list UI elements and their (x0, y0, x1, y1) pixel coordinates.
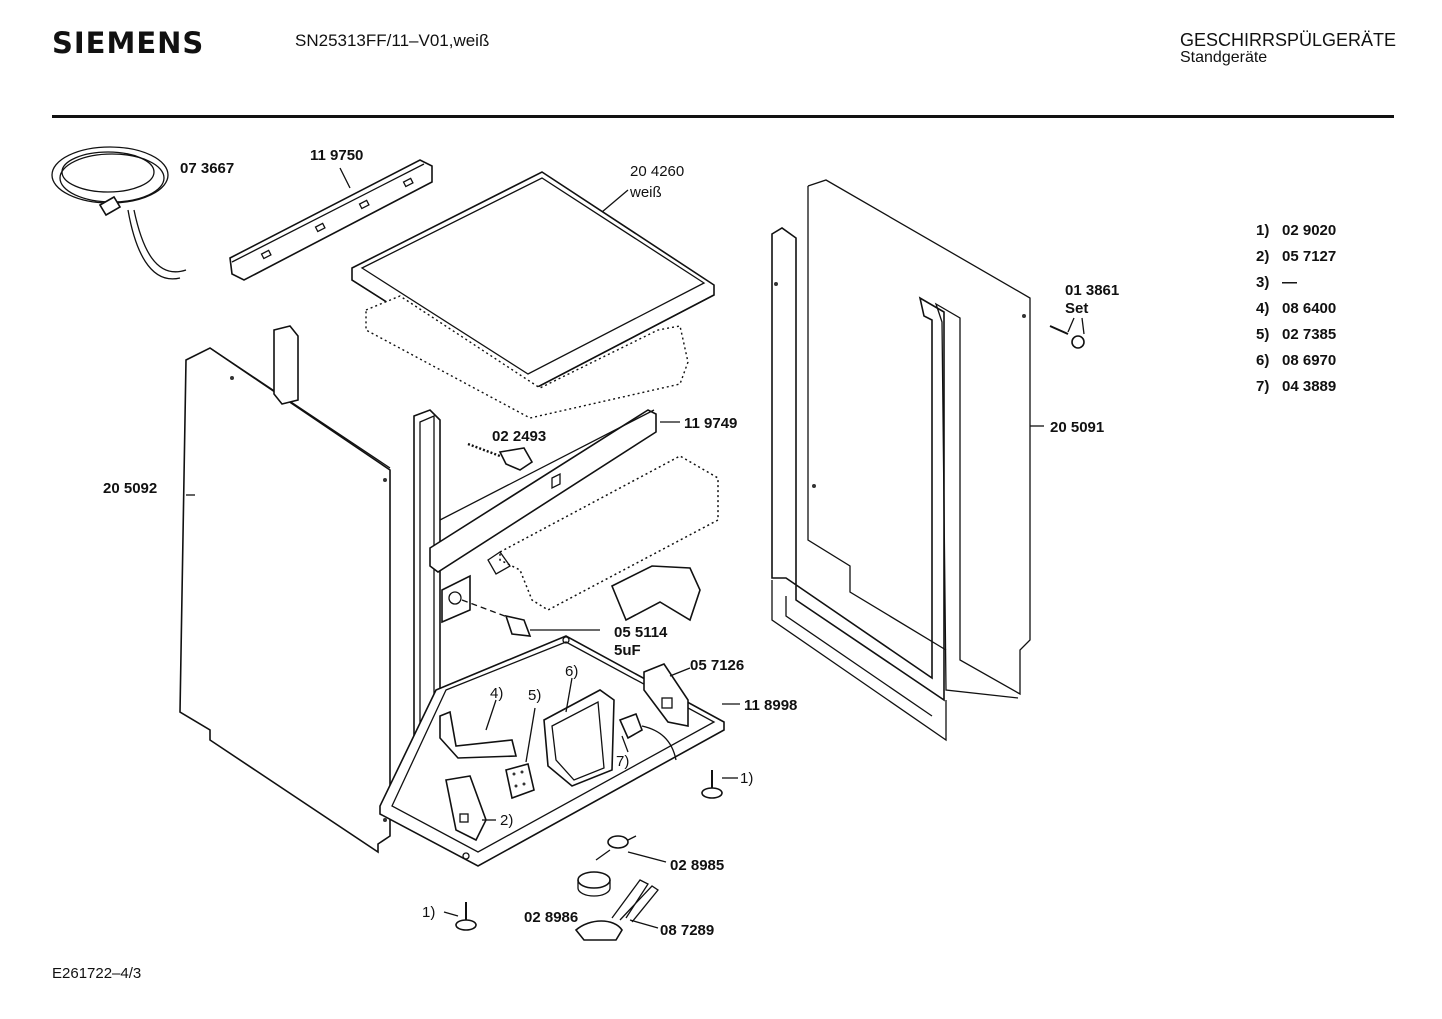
top-rail-part (229, 159, 433, 281)
legend-index: 7) (1256, 378, 1270, 395)
callout-worktop: 20 4260 (630, 163, 684, 180)
screw-set-part (1049, 317, 1085, 349)
legend-row: 6) 08 6970 (1256, 352, 1336, 378)
legend-part-number: 08 6970 (1282, 352, 1337, 369)
legend-index: 3) (1256, 274, 1270, 291)
callout-ref-4: 4) (490, 685, 503, 702)
callout-switch: 05 7126 (690, 657, 744, 674)
legend-index: 2) (1256, 248, 1270, 265)
legend-row: 2) 05 7127 (1256, 248, 1336, 274)
switch-part (643, 663, 691, 727)
legend-index: 4) (1256, 300, 1270, 317)
callout-holder: 08 7289 (660, 922, 714, 939)
legend-row: 3) — (1256, 274, 1336, 300)
callout-right-side: 20 5091 (1050, 419, 1104, 436)
legend-row: 1) 02 9020 (1256, 222, 1336, 248)
callout-cable: 07 3667 (180, 160, 234, 177)
legend-part-number: 05 7127 (1282, 248, 1337, 265)
worktop-part (351, 171, 715, 419)
callout-screw: 02 2493 (492, 428, 546, 445)
subcategory-title: Standgeräte (1180, 49, 1268, 66)
legend-index: 5) (1256, 326, 1270, 343)
callout-bracket: 11 9749 (684, 415, 737, 432)
float-part (577, 871, 611, 897)
callout-ref-1-right: 1) (740, 770, 753, 787)
legend-index: 6) (1256, 352, 1270, 369)
rear-bracket-part (429, 409, 680, 624)
legend-part-number: 08 6400 (1282, 300, 1337, 317)
callout-ref-1-left: 1) (422, 904, 435, 921)
legend-index: 1) (1256, 222, 1270, 239)
screw-part (467, 442, 534, 471)
legend-part-number: 02 7385 (1282, 326, 1337, 343)
callout-base: 11 8998 (744, 697, 797, 714)
power-cable-part (51, 146, 187, 280)
callout-float: 02 8986 (524, 909, 578, 926)
category-title: GESCHIRRSPÜLGERÄTE (1180, 30, 1397, 50)
callout-top-rail: 11 9750 (310, 147, 363, 164)
callout-screw-set-sub: Set (1065, 300, 1088, 317)
pump-housing-part (487, 455, 719, 622)
header-rule (52, 115, 1394, 118)
callout-ref-6: 6) (565, 663, 578, 680)
legend-part-number: — (1282, 274, 1297, 291)
legend-row: 4) 08 6400 (1256, 300, 1336, 326)
document-code: E261722–4/3 (52, 965, 142, 982)
base-components (439, 677, 677, 842)
legend-part-number: 02 9020 (1282, 222, 1337, 239)
holder-part (574, 879, 659, 941)
callout-left-side: 20 5092 (103, 480, 157, 497)
left-side-panel-part (179, 347, 391, 854)
legend-part-number: 04 3889 (1282, 378, 1337, 395)
brand-logo: SIEMENS (52, 26, 205, 60)
legend-row: 5) 02 7385 (1256, 326, 1336, 352)
model-number: SN25313FF/11–V01,weiß (295, 31, 490, 50)
callout-capacitor: 05 5114 (614, 624, 668, 641)
callout-screw-set: 01 3861 (1065, 282, 1119, 299)
legend-row: 7) 04 3889 (1256, 378, 1336, 404)
callout-float-switch: 02 8985 (670, 857, 724, 874)
callout-ref-7: 7) (616, 753, 629, 770)
callout-worktop-color: weiß (629, 184, 662, 201)
float-switch-part (595, 835, 667, 863)
foot-right-part (701, 770, 738, 799)
parts-legend: 1) 02 9020 2) 05 7127 3) — 4) 08 6400 5) 02 7… (1256, 222, 1336, 404)
callout-ref-2: 2) (500, 812, 513, 829)
callout-ref-5: 5) (528, 687, 541, 704)
foot-left-part (443, 902, 477, 931)
capacitor-part (461, 599, 600, 637)
right-side-panel-part (771, 179, 1044, 742)
callout-capacitor-sub: 5uF (614, 642, 641, 659)
